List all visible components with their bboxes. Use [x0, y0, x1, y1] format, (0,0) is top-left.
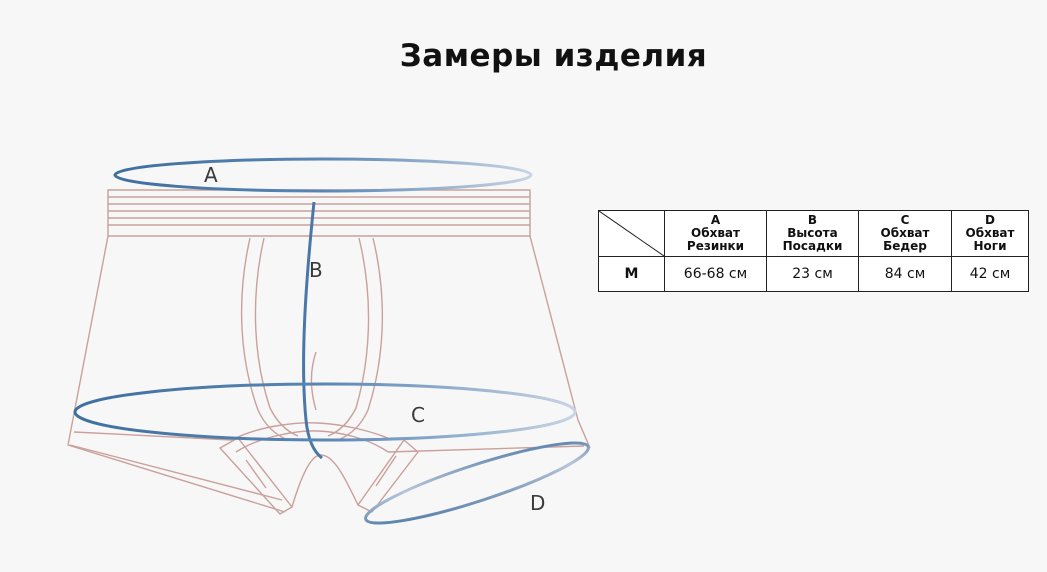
waist-measure-ring	[113, 157, 533, 193]
hip-measure-ring	[73, 382, 577, 442]
label-a: A	[204, 163, 218, 187]
size-table: A Обхват Резинки B Высота Посадки C Обхв…	[598, 210, 1029, 292]
hip-value: 84 см	[858, 256, 952, 292]
column-name: Обхват	[965, 226, 1015, 240]
waist-value: 66-68 см	[664, 256, 767, 292]
column-name: Обхват	[691, 226, 740, 240]
column-name: Резинки	[686, 239, 745, 253]
column-letter: B	[807, 213, 818, 227]
corner-cell	[598, 210, 665, 257]
column-header-c: C Обхват Бедер	[858, 210, 952, 257]
rise-value: 23 см	[766, 256, 859, 292]
column-name: Бедер	[883, 239, 927, 253]
garment-outline	[67, 189, 591, 515]
column-name: Высота	[787, 226, 838, 240]
column-header-d: D Обхват Ноги	[951, 210, 1029, 257]
column-name: Обхват	[880, 226, 930, 240]
leg-value: 42 см	[951, 256, 1029, 292]
column-name: Ноги	[973, 239, 1007, 253]
rise-measure-line	[302, 201, 323, 460]
label-b: B	[309, 258, 323, 282]
table-row: M 66-68 см 23 см 84 см 42 см	[598, 256, 1029, 292]
page-title: Замеры изделия	[399, 38, 708, 74]
column-name: Посадки	[782, 239, 843, 253]
column-header-a: A Обхват Резинки	[664, 210, 767, 257]
label-d: D	[530, 491, 545, 515]
column-letter: D	[985, 213, 995, 227]
column-letter: A	[710, 213, 721, 227]
size-table-header-row: A Обхват Резинки B Высота Посадки C Обхв…	[598, 210, 1029, 257]
label-c: C	[411, 403, 425, 427]
column-header-b: B Высота Посадки	[766, 210, 859, 257]
leg-measure-ring	[364, 441, 590, 525]
column-letter: C	[900, 213, 910, 227]
diagonal-divider	[599, 211, 664, 256]
size-label: M	[598, 256, 665, 292]
measurement-lines	[73, 157, 590, 525]
